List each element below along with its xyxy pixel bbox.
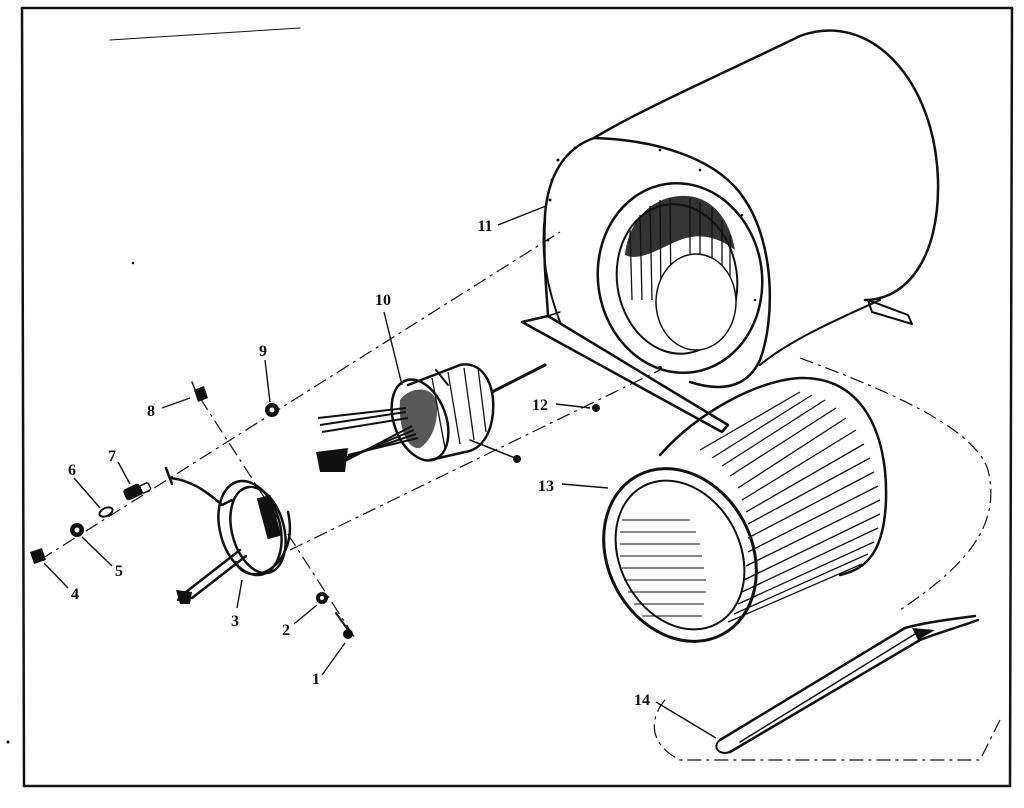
callout-8: 8	[147, 403, 155, 420]
hardware	[30, 381, 600, 639]
callout-13: 13	[538, 478, 554, 495]
callout-14: 14	[634, 692, 650, 709]
assembly-centerlines	[39, 231, 1001, 761]
callout-2: 2	[282, 622, 290, 639]
bolt-8	[194, 386, 208, 402]
cutoff-plate	[715, 614, 980, 754]
motor	[316, 363, 547, 472]
blower-wheel	[602, 376, 888, 643]
callout-7: 7	[108, 448, 116, 465]
callout-1: 1	[312, 671, 320, 688]
callout-4: 4	[71, 586, 79, 603]
callout-3: 3	[231, 613, 239, 630]
callout-6: 6	[68, 462, 76, 479]
callout-9: 9	[259, 343, 267, 360]
motor-mount	[164, 466, 292, 604]
blower-housing	[520, 29, 940, 434]
callout-5: 5	[115, 563, 123, 580]
page-frame	[6, 6, 1014, 788]
screw-12	[592, 404, 600, 412]
grommet-7	[123, 483, 143, 501]
leader-lines	[43, 205, 717, 739]
callout-10: 10	[375, 292, 391, 309]
spacer-6	[98, 506, 114, 518]
callout-12: 12	[532, 397, 548, 414]
bolt-1	[343, 629, 353, 639]
bolt-4	[30, 548, 46, 564]
callout-labels: 1 2 3 4 5 6 7 8 9 10 11 12 13 14	[68, 218, 650, 709]
callout-11: 11	[477, 218, 492, 235]
